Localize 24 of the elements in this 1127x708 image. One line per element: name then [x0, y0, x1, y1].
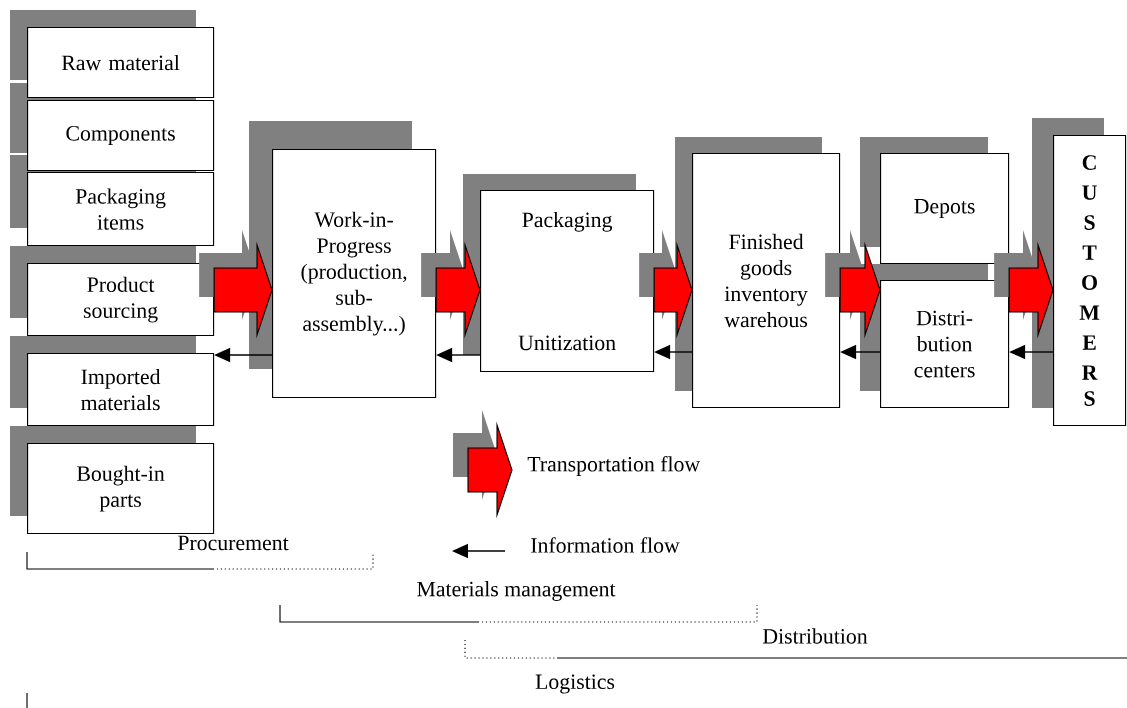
section-label: Materials management	[417, 581, 616, 601]
block-arrow	[421, 230, 481, 339]
process-box: Packaging items	[27, 172, 215, 247]
process-box: Imported materials	[27, 353, 215, 427]
customers-box: CUSTOMERS	[1053, 135, 1127, 427]
process-box: Packaging Unitization	[480, 190, 655, 373]
block-arrow	[825, 230, 881, 339]
legend-label: Transportation flow	[527, 456, 701, 476]
process-box: Product sourcing	[27, 263, 215, 337]
block-arrow	[994, 230, 1054, 339]
section-label: Distribution	[762, 628, 868, 644]
process-box: Depots	[880, 153, 1010, 265]
process-box: Raw material	[27, 27, 215, 99]
block-arrow	[199, 230, 273, 339]
section-label: Logistics	[535, 674, 615, 694]
block-arrow	[639, 230, 693, 339]
process-box: Components	[27, 100, 215, 172]
process-box: Distri- bution centers	[880, 280, 1010, 409]
legend-label: Information flow	[531, 537, 680, 553]
process-box: Bought-in parts	[27, 443, 215, 535]
process-box: Work-in- Progress (production, sub- assembly...)	[272, 149, 437, 399]
node-label: CUSTOMERS	[1079, 155, 1100, 406]
section-label: Procurement	[177, 535, 289, 551]
process-box: Finished goods inventory warehous	[692, 153, 841, 409]
